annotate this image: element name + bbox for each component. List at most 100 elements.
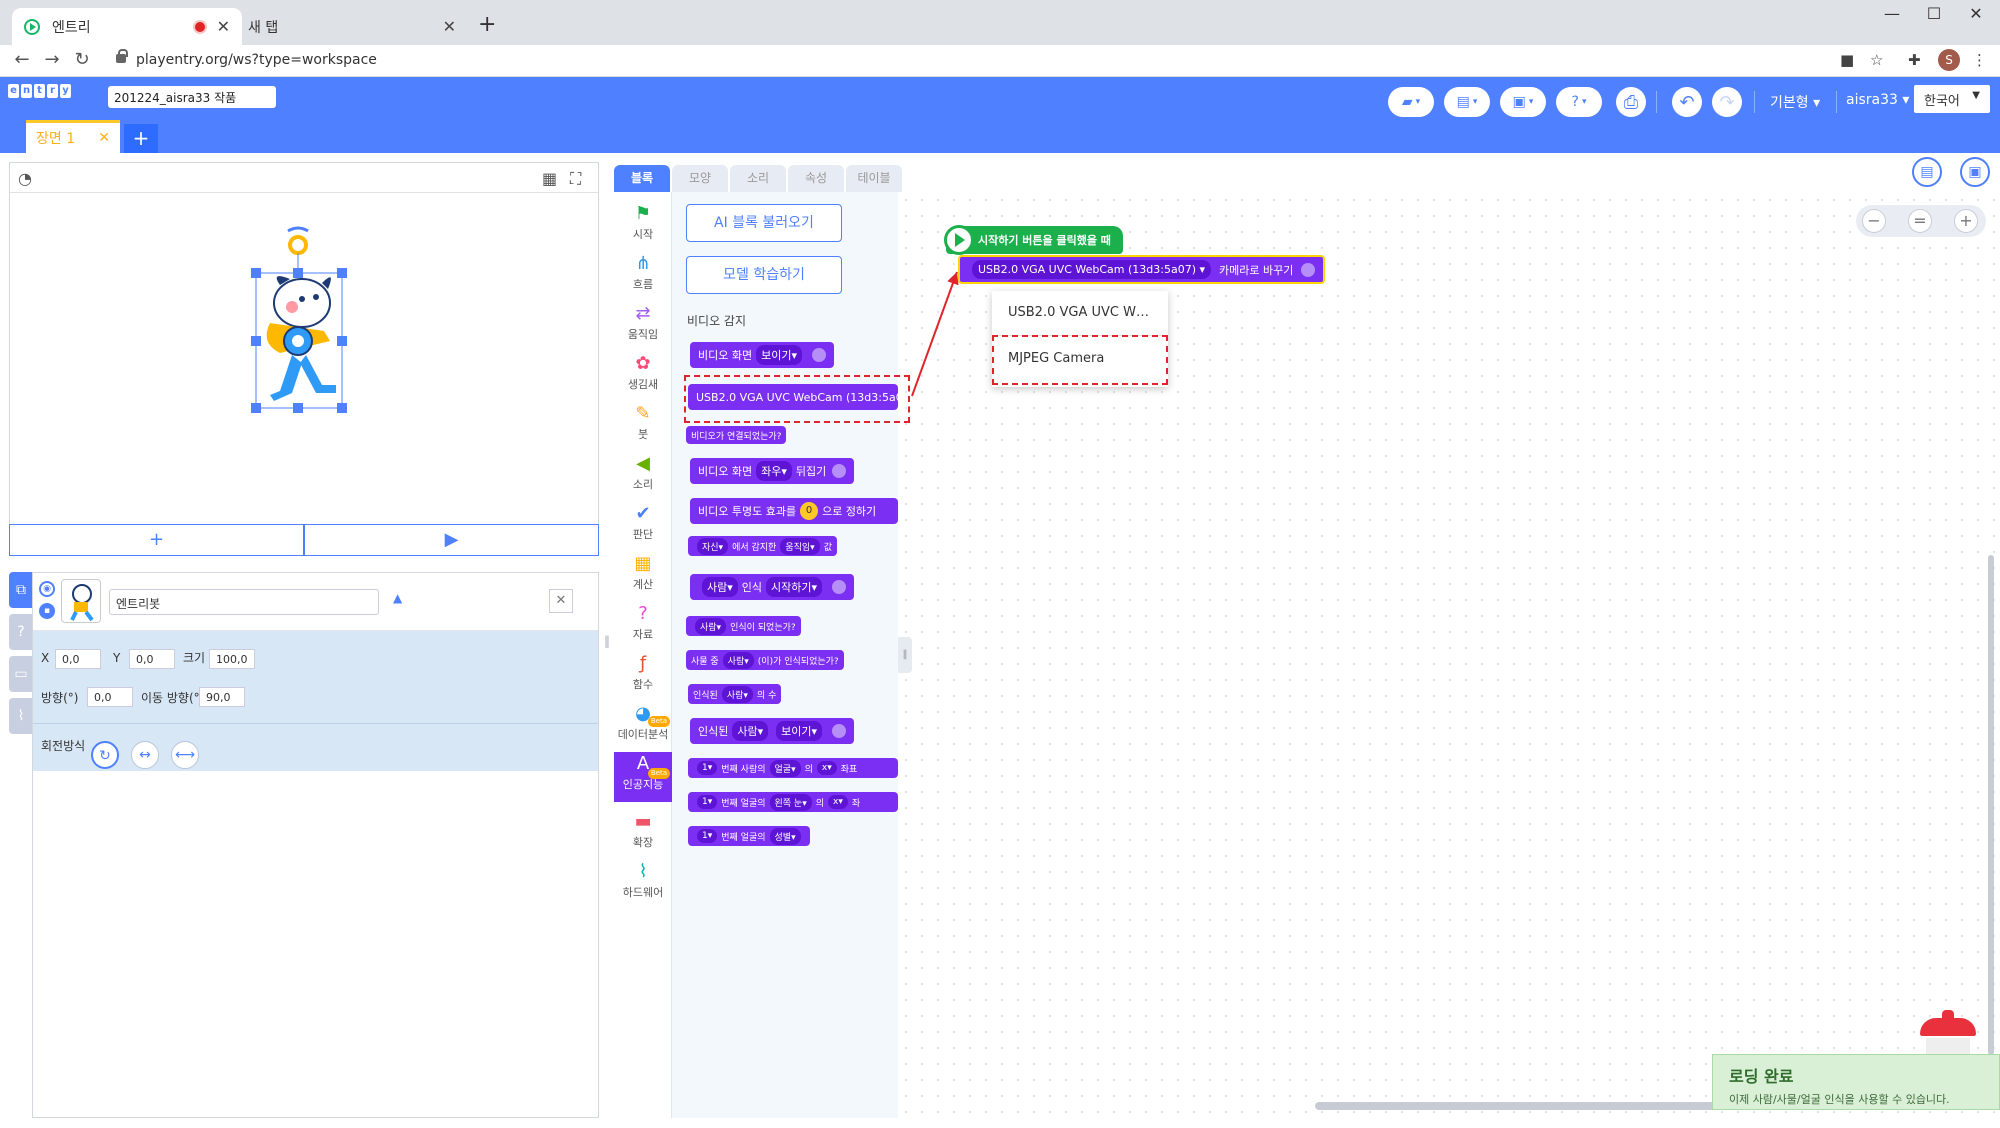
zoom-reset-icon[interactable]: = — [1908, 209, 1932, 233]
category-move[interactable]: ⇄움직임 — [614, 302, 672, 342]
camera-dropdown[interactable]: USB2.0 VGA UVC WebCam (13d3:5a07) ▾ — [972, 260, 1212, 279]
object-thumbnail[interactable] — [61, 579, 101, 623]
move-direction-input[interactable]: 90,0 — [199, 687, 245, 707]
bookmark-star-icon[interactable]: ☆ — [1870, 51, 1884, 69]
category-flow[interactable]: ⋔흐름 — [614, 252, 672, 292]
visibility-eye-icon[interactable]: ◉ — [39, 581, 55, 597]
new-tab-icon[interactable]: + — [478, 12, 497, 37]
reload-icon[interactable]: ↻ — [74, 49, 90, 70]
project-title-input[interactable]: 201224_aisra33 작품 — [108, 86, 276, 108]
size-input[interactable]: 100,0 — [209, 649, 255, 669]
run-button[interactable]: ▶ — [304, 524, 599, 556]
redo-button[interactable]: ↷ — [1712, 87, 1742, 117]
tab-properties[interactable]: 속성 — [788, 165, 844, 192]
collapse-arrow-icon[interactable]: ▲ — [393, 591, 403, 605]
file-button[interactable]: ▤▾ — [1444, 87, 1490, 117]
maximize-icon[interactable]: ☐ — [1926, 4, 1942, 23]
url-text[interactable]: playentry.org/ws?type=workspace — [136, 52, 377, 68]
palette-collapse-handle[interactable]: ‖ — [898, 637, 912, 673]
block-video-connected[interactable]: 비디오가 연결되었는가? — [686, 426, 787, 444]
scene-tab[interactable]: 장면 1 ✕ — [26, 120, 120, 153]
fullscreen-icon[interactable]: ⛶ — [570, 169, 582, 188]
category-hardware[interactable]: ⌇하드웨어 — [614, 860, 672, 900]
block-is-recognized[interactable]: 사람▾인식이 되었는가? — [686, 616, 801, 636]
new-project-button[interactable]: ▰▾ — [1388, 87, 1434, 117]
close-tab-icon[interactable]: ✕ — [216, 17, 230, 36]
menu-dots-icon[interactable]: ⋮ — [1972, 51, 1987, 69]
add-object-button[interactable]: + — [9, 524, 304, 556]
category-brush[interactable]: ✎붓 — [614, 402, 672, 442]
object-tab[interactable]: ⧉ — [9, 572, 33, 608]
undo-button[interactable]: ↶ — [1672, 87, 1702, 117]
dropdown-option-usb-webcam[interactable]: USB2.0 VGA UVC W… — [1008, 305, 1149, 320]
object-name-input[interactable]: 엔트리봇 — [109, 589, 379, 615]
back-icon[interactable]: ← — [14, 49, 30, 70]
category-sound[interactable]: ◀소리 — [614, 452, 672, 492]
help-tab[interactable]: ? — [9, 614, 33, 650]
category-looks[interactable]: ✿생김새 — [614, 352, 672, 392]
hardware-tab[interactable]: ⌇ — [9, 698, 33, 734]
speedometer-icon[interactable]: ◔ — [18, 169, 32, 188]
close-window-icon[interactable]: ✕ — [1969, 4, 1983, 23]
rotate-free-icon[interactable]: ↻ — [91, 741, 119, 769]
block-camera-select[interactable]: USB2.0 VGA UVC WebCam (13d3:5a0 — [688, 384, 898, 410]
model-train-button[interactable]: 모델 학습하기 — [686, 256, 842, 294]
close-tab-icon[interactable]: ✕ — [442, 17, 456, 36]
delete-object-icon[interactable]: ✕ — [549, 589, 573, 613]
browser-tab-new[interactable]: 새 탭 ✕ — [236, 8, 468, 45]
profile-avatar[interactable]: S — [1938, 49, 1960, 71]
entrybot-sprite[interactable] — [240, 223, 380, 423]
add-scene-button[interactable]: + — [124, 124, 158, 153]
lock-toggle-icon[interactable]: ▪ — [39, 603, 55, 619]
minimize-icon[interactable]: — — [1884, 4, 1900, 23]
dropdown-option-mjpeg-camera[interactable]: MJPEG Camera — [1008, 351, 1105, 366]
console-tab[interactable]: ▭ — [9, 656, 33, 692]
tab-table[interactable]: 테이블 — [846, 165, 902, 192]
save-button[interactable]: ▣▾ — [1500, 87, 1546, 117]
block-helper-icon[interactable]: ▣ — [1960, 157, 1990, 187]
print-button[interactable]: ⎙ — [1616, 87, 1646, 117]
camera-switch-block[interactable]: USB2.0 VGA UVC WebCam (13d3:5a07) ▾ 카메라로… — [958, 255, 1326, 284]
rotate-none-icon[interactable]: ⟷ — [171, 741, 199, 769]
grid-icon[interactable]: ▦ — [542, 169, 558, 188]
direction-input[interactable]: 0,0 — [87, 687, 133, 707]
zoom-out-icon[interactable]: − — [1862, 209, 1886, 233]
horizontal-scrollbar[interactable] — [1315, 1102, 1795, 1110]
category-calc[interactable]: ▦계산 — [614, 552, 672, 592]
tab-sounds[interactable]: 소리 — [730, 165, 786, 192]
language-select[interactable]: 한국어▼ — [1914, 85, 1990, 113]
browser-tab-entry[interactable]: 엔트리 ✕ — [12, 8, 242, 45]
y-input[interactable]: 0,0 — [129, 649, 175, 669]
vertical-scrollbar[interactable] — [1988, 555, 1994, 1055]
close-scene-icon[interactable]: ✕ — [98, 130, 110, 146]
rotate-horizontal-icon[interactable]: ↔ — [131, 741, 159, 769]
forward-icon[interactable]: → — [44, 49, 60, 70]
comment-icon[interactable]: ▤ — [1912, 157, 1942, 187]
extensions-icon[interactable]: ✚ — [1908, 51, 1921, 69]
panel-resize-handle[interactable]: ‖ — [604, 634, 610, 648]
category-start[interactable]: ⚑시작 — [614, 202, 672, 242]
camera-indicator-icon[interactable]: ■ — [1840, 51, 1855, 69]
help-button[interactable]: ?▾ — [1556, 87, 1602, 117]
tab-shapes[interactable]: 모양 — [672, 165, 728, 192]
category-data[interactable]: ?자료 — [614, 602, 672, 642]
tab-blocks[interactable]: 블록 — [614, 165, 670, 192]
start-hat-block[interactable]: 시작하기 버튼을 클릭했을 때 — [946, 226, 1123, 254]
x-input[interactable]: 0,0 — [55, 649, 101, 669]
zoom-in-icon[interactable]: + — [1954, 209, 1978, 233]
category-extension[interactable]: ▬확장 — [614, 810, 672, 850]
